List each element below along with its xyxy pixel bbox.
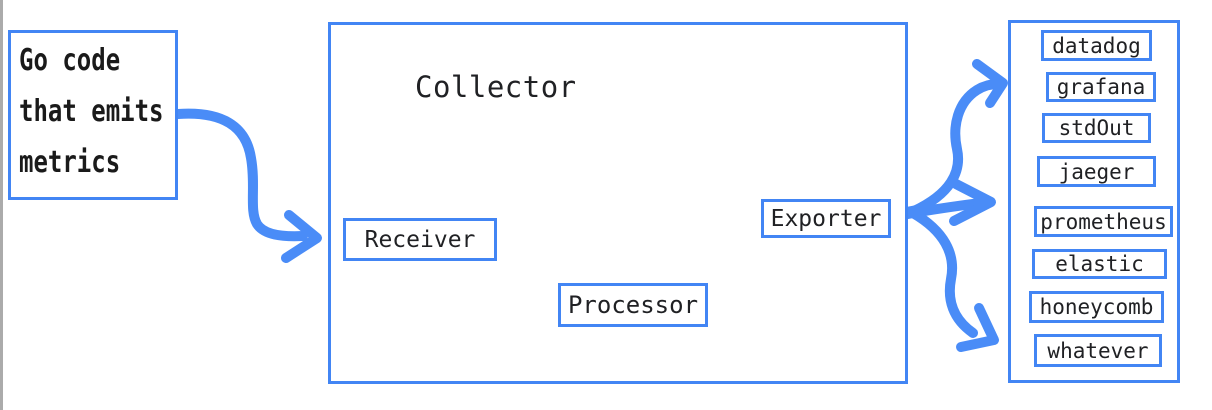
source-text-line-3: metrics (19, 145, 121, 180)
sink-box-honeycomb: honeycomb (1029, 291, 1164, 323)
exporter-label: Exporter (770, 205, 882, 232)
sink-label: prometheus (1040, 209, 1167, 234)
sink-label: elastic (1055, 252, 1144, 276)
source-box: Go code that emits metrics (8, 30, 178, 200)
processor-box: Processor (558, 283, 708, 327)
sink-box-grafana: grafana (1046, 72, 1156, 102)
sink-label: datadog (1052, 33, 1141, 58)
sink-box-jaeger: jaeger (1037, 156, 1156, 187)
canvas-left-edge (0, 0, 3, 410)
sink-label: honeycomb (1039, 295, 1154, 319)
sink-label: jaeger (1058, 159, 1135, 184)
sink-label: stdOut (1058, 116, 1135, 140)
source-text-line-1: Go code (19, 43, 121, 78)
sink-box-prometheus: prometheus (1034, 206, 1173, 237)
arrow-exporter-fan-down-shaft (908, 208, 978, 338)
arrow-exporter-fan-down-head (956, 303, 999, 352)
arrow-exporter-fan-middle-shaft (903, 198, 985, 219)
arrow-exporter-fan-up-head (972, 59, 1008, 108)
processor-label: Processor (567, 291, 699, 319)
receiver-box: Receiver (343, 218, 497, 261)
sink-box-whatever: whatever (1034, 334, 1162, 367)
arrow-source-to-receiver-shaft (173, 108, 308, 242)
arrow-source-to-receiver-head (281, 210, 322, 263)
arrow-exporter-fan-middle-head (949, 179, 996, 226)
arrow-exporter-fan-up-shaft (909, 79, 1003, 216)
collector-label: Collector (415, 70, 577, 104)
sink-label: whatever (1047, 338, 1149, 363)
receiver-label: Receiver (364, 226, 476, 253)
sink-box-elastic: elastic (1032, 249, 1167, 279)
source-text-line-2: that emits (19, 94, 164, 129)
sink-label: grafana (1056, 75, 1146, 99)
sink-box-stdout: stdOut (1042, 113, 1151, 143)
sink-box-datadog: datadog (1041, 30, 1152, 61)
exporter-box: Exporter (761, 199, 891, 238)
source-text: Go code that emits metrics (19, 35, 164, 188)
